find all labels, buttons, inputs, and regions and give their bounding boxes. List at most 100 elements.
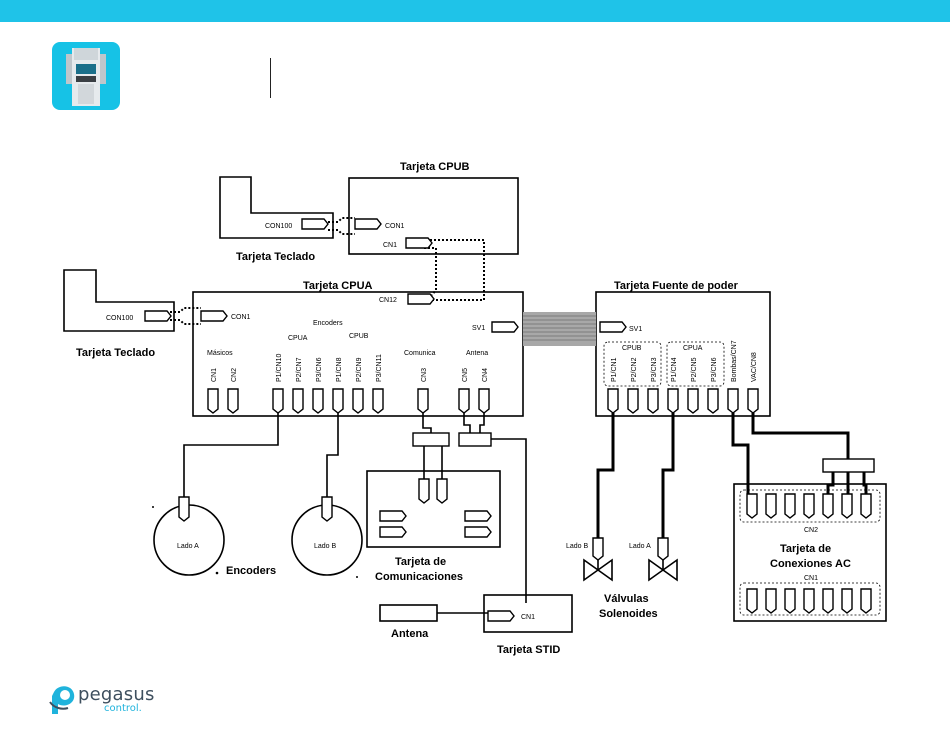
- power-pin-p1cn4: [667, 388, 679, 414]
- power-group-cpub-label: CPUB: [622, 345, 642, 352]
- cpua-pin-label: P2/CN9: [356, 357, 363, 382]
- ac-cn1-group: [739, 582, 881, 616]
- power-pin-label: Bombas/CN7: [731, 340, 738, 382]
- comms-conn-3: [464, 510, 492, 522]
- cpub-con1-connector: [354, 218, 382, 230]
- cpua-sv1-connector: [491, 321, 519, 333]
- cpua-pin-p1cn8: [332, 388, 344, 414]
- cpua-pin-label: CN5: [462, 368, 469, 382]
- power-pin-p3cn6: [707, 388, 719, 414]
- keypad-top-title: Tarjeta Teclado: [236, 251, 315, 263]
- ribbon-cable: [523, 312, 596, 346]
- cpua-pin-cn5: [458, 388, 470, 414]
- ac-cn1-pins: [746, 588, 872, 614]
- top-accent-bar: [0, 0, 950, 22]
- dot-mark: [215, 571, 219, 575]
- cpua-pin-p3cn11: [372, 388, 384, 414]
- power-sv1-connector: [599, 321, 627, 333]
- dotted-cables: [170, 217, 485, 325]
- cpua-pin-label: P2/CN7: [296, 357, 303, 382]
- power-group-cpua-label: CPUA: [683, 345, 703, 352]
- ac-board: [733, 483, 887, 622]
- cpua-comunica-label: Comunica: [404, 350, 436, 357]
- power-pin-bombascn7: [727, 388, 739, 414]
- valve-a-label: Lado A: [629, 543, 651, 550]
- cpua-pin-cn2: [227, 388, 239, 414]
- ac-cn1-label: CN1: [804, 575, 818, 582]
- keypad-top-con100-label: CON100: [265, 223, 292, 230]
- comms-conn-2: [379, 526, 407, 538]
- keypad-left-board: [63, 269, 175, 332]
- pegasus-mark-icon: [49, 686, 75, 714]
- comms-pin-1: [418, 478, 430, 504]
- ac-cn2-label: CN2: [804, 527, 818, 534]
- power-sv1-label: SV1: [629, 326, 642, 333]
- cpub-title: Tarjeta CPUB: [400, 161, 470, 173]
- valve-a-plug: [657, 537, 669, 561]
- pegasus-logo[interactable]: pegasus control.: [48, 680, 168, 720]
- comms-splitter: [412, 432, 450, 447]
- power-pin-labels: P1/CN1 P2/CN2 P3/CN3 P1/CN4 P2/CN5 P3/CN…: [611, 340, 758, 382]
- comms-pin-2: [436, 478, 448, 504]
- encoder-b-label: Lado B: [314, 543, 337, 550]
- cpua-pin-label: CN3: [421, 368, 428, 382]
- ac-title-line1: Tarjeta de: [780, 543, 831, 555]
- stid-cn1-label: CN1: [521, 614, 535, 621]
- power-pin-label: P3/CN3: [651, 357, 658, 382]
- ac-splitter: [822, 458, 875, 473]
- cpua-pin-label: CN2: [231, 368, 238, 382]
- comms-title-line2: Comunicaciones: [375, 571, 463, 583]
- ac-cn2-group: [739, 489, 881, 523]
- encoder-a-label: Lado A: [177, 543, 199, 550]
- dot-mark: [356, 576, 358, 578]
- cpua-pin-p2cn9: [352, 388, 364, 414]
- keypad-top-con100-connector: [301, 218, 329, 230]
- valve-b-plug: [592, 537, 604, 561]
- power-pin-label: VAC/CN8: [751, 352, 758, 382]
- cpua-pin-p1cn10: [272, 388, 284, 414]
- thick-cables: [596, 413, 868, 540]
- encoders-caption: Encoders: [226, 565, 276, 577]
- power-pin-label: P1/CN1: [611, 357, 618, 382]
- antenna-element: [379, 604, 438, 622]
- cpua-con1-label: CON1: [231, 314, 251, 321]
- fuel-dispenser-icon: [66, 48, 106, 106]
- cpua-pin-label: P3/CN6: [316, 357, 323, 382]
- keypad-left-con100-label: CON100: [106, 315, 133, 322]
- power-pin-label: P2/CN5: [691, 357, 698, 382]
- cpua-group-cpub-label: CPUB: [349, 333, 369, 340]
- power-pin-p1cn1: [607, 388, 619, 414]
- valve-b-icon: [583, 558, 613, 582]
- power-pin-label: P1/CN4: [671, 357, 678, 382]
- logo-sub: control.: [104, 703, 142, 714]
- cpua-cn12-connector: [407, 293, 435, 305]
- ac-title-line2: Conexiones AC: [770, 558, 851, 570]
- cpua-pin-p3cn6: [312, 388, 324, 414]
- cpua-sv1-label: SV1: [472, 325, 485, 332]
- cpua-pin-cn4: [478, 388, 490, 414]
- antenna-title: Antena: [391, 628, 429, 640]
- cpub-cn1-label: CN1: [383, 242, 397, 249]
- power-pin-p2cn5: [687, 388, 699, 414]
- ac-cn2-pins: [746, 493, 872, 519]
- power-cpua-group: [666, 341, 725, 387]
- valve-b-label: Lado B: [566, 543, 589, 550]
- comms-conn-4: [464, 526, 492, 538]
- encoder-b-plug: [321, 496, 333, 522]
- header-divider: [270, 58, 271, 98]
- cpua-pin-label: CN4: [482, 368, 489, 382]
- keypad-top-board: [219, 176, 334, 239]
- power-title: Tarjeta Fuente de poder: [614, 280, 739, 292]
- keypad-left-con100-connector: [144, 310, 172, 322]
- cpua-pin-labels: CN1 CN2 P1/CN10 P2/CN7 P3/CN6 P1/CN8 P2/…: [211, 353, 489, 382]
- power-pin-p3cn3: [647, 388, 659, 414]
- cpub-board: [348, 177, 519, 255]
- valves-caption-line2: Solenoides: [599, 608, 658, 620]
- cpua-antena-label: Antena: [466, 350, 488, 357]
- cpua-title: Tarjeta CPUA: [303, 280, 373, 292]
- cpua-pin-label: P1/CN10: [276, 353, 283, 382]
- dot-mark: [152, 506, 154, 508]
- dispenser-app-icon[interactable]: [52, 42, 120, 110]
- cpua-pin-label: P1/CN8: [336, 357, 343, 382]
